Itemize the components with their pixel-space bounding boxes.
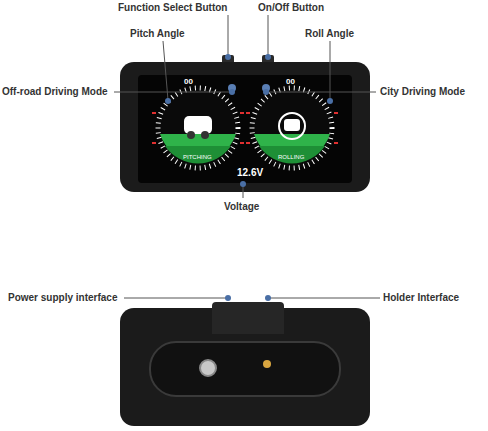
screen-label: ROLLING (278, 154, 304, 161)
callout-label: Holder Interface (383, 292, 459, 304)
callout-label: Off-road Driving Mode (2, 86, 108, 98)
mount-plate (150, 342, 340, 396)
screen-reading: 00 (184, 77, 193, 87)
power-socket (200, 360, 216, 376)
screen-label: PITCHING (183, 154, 212, 161)
callout-label: Pitch Angle (130, 28, 185, 40)
magnet-contact (263, 360, 271, 368)
holder-rail (212, 308, 284, 334)
callout-label: On/Off Button (258, 2, 324, 14)
callout-label: Function Select Button (118, 2, 227, 14)
callout-label: Voltage (224, 201, 259, 213)
screen (138, 75, 352, 183)
screen-reading: 00 (286, 77, 295, 87)
leader-lines (114, 15, 380, 298)
device-back (120, 308, 370, 426)
device-front (120, 62, 370, 192)
callout-label: City Driving Mode (380, 86, 465, 98)
pitch-gauge (152, 88, 244, 168)
callout-dots (165, 54, 333, 301)
callout-label: Roll Angle (305, 28, 354, 40)
voltage-reading: 12.6V (237, 167, 263, 179)
roll-gauge (246, 88, 338, 168)
callout-label: Power supply interface (8, 292, 117, 304)
